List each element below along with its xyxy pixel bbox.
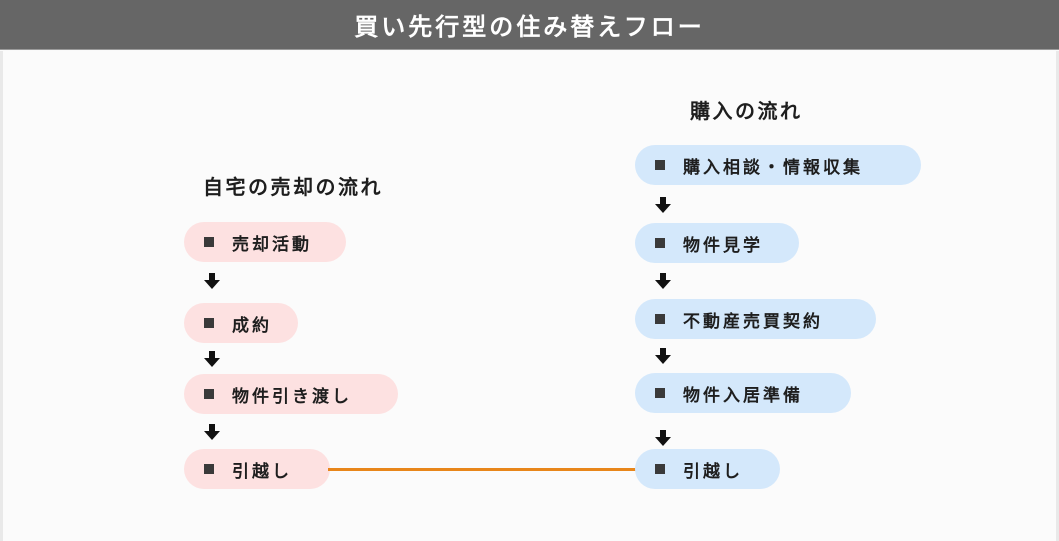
sale-step-4: 引越し	[184, 449, 330, 489]
purchase-flow-title: 購入の流れ	[690, 99, 803, 123]
arrow-down-icon	[203, 423, 221, 441]
step-label: 不動産売買契約	[683, 311, 823, 332]
flow-canvas	[0, 51, 1059, 541]
sale-step-2: 成約	[184, 303, 298, 343]
square-bullet-icon	[655, 464, 665, 474]
sale-step-3: 物件引き渡し	[184, 374, 398, 414]
step-label: 引越し	[683, 461, 743, 482]
square-bullet-icon	[204, 389, 214, 399]
square-bullet-icon	[204, 237, 214, 247]
purchase-step-2: 物件見学	[635, 223, 799, 263]
square-bullet-icon	[204, 318, 214, 328]
square-bullet-icon	[655, 238, 665, 248]
square-bullet-icon	[204, 464, 214, 474]
square-bullet-icon	[655, 314, 665, 324]
step-label: 物件引き渡し	[232, 386, 352, 407]
purchase-step-4: 物件入居準備	[635, 373, 851, 413]
page-title: 買い先行型の住み替えフロー	[354, 13, 705, 41]
purchase-step-5: 引越し	[635, 449, 780, 489]
purchase-step-1: 購入相談・情報収集	[635, 145, 921, 185]
step-label: 物件入居準備	[683, 385, 803, 406]
arrow-down-icon	[203, 350, 221, 368]
square-bullet-icon	[655, 388, 665, 398]
moving-connector-line	[328, 468, 636, 471]
arrow-down-icon	[654, 272, 672, 290]
step-label: 購入相談・情報収集	[683, 157, 863, 178]
header-bar: 買い先行型の住み替えフロー	[0, 0, 1059, 50]
sale-flow-title: 自宅の売却の流れ	[203, 175, 383, 199]
arrow-down-icon	[654, 347, 672, 365]
arrow-down-icon	[654, 429, 672, 447]
step-label: 物件見学	[683, 235, 763, 256]
purchase-step-3: 不動産売買契約	[635, 299, 876, 339]
step-label: 引越し	[232, 461, 292, 482]
arrow-down-icon	[654, 196, 672, 214]
arrow-down-icon	[203, 272, 221, 290]
square-bullet-icon	[655, 160, 665, 170]
step-label: 成約	[232, 315, 272, 336]
step-label: 売却活動	[232, 234, 312, 255]
sale-step-1: 売却活動	[184, 222, 346, 262]
